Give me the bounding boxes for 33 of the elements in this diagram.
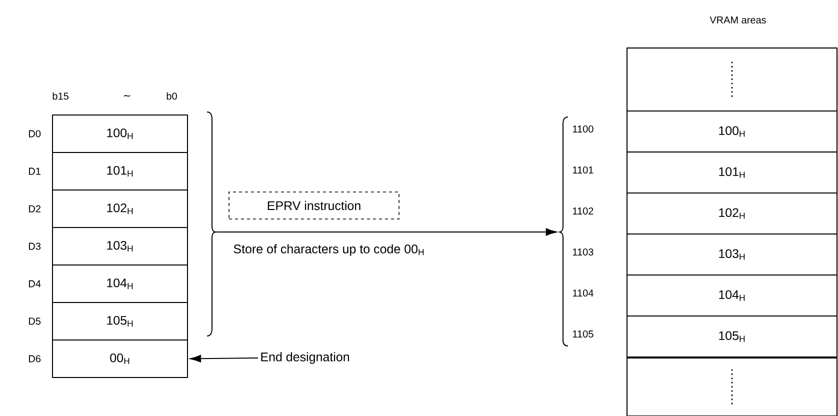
brace	[558, 116, 568, 346]
memory-cell: 105$_{H}$	[626, 316, 838, 358]
arrow	[190, 354, 258, 362]
memory-cell: 103$_{H}$	[626, 234, 838, 276]
memory-cell: 105$_{H}$	[52, 302, 188, 340]
edge-label: Store of characters up to code 00$_{H}$	[234, 244, 424, 256]
memory-cell: 101$_{H}$	[52, 152, 188, 190]
memory-cell	[626, 358, 838, 416]
memory-cell: 00$_{H}$	[52, 340, 188, 378]
bit-label: b0	[166, 92, 177, 100]
memory-cell: 102$_{H}$	[626, 192, 838, 234]
memory-cell: 101$_{H}$	[626, 152, 838, 194]
instruction-box: EPRV instruction	[228, 192, 400, 220]
register-label: D6	[29, 355, 41, 362]
memory-cell: 103$_{H}$	[52, 227, 188, 266]
memory-cell: 104$_{H}$	[52, 264, 188, 303]
arrow	[216, 228, 557, 236]
memory-cell: 104$_{H}$	[626, 274, 838, 316]
register-label: D4	[29, 280, 41, 288]
memory-cell: 102$_{H}$	[52, 190, 188, 228]
memory-cell: 100$_{H}$	[626, 110, 838, 152]
register-label: D0	[29, 130, 41, 138]
memory-cell	[626, 48, 838, 112]
tilde-symbol: ∼	[124, 95, 130, 97]
annotation-text: End designation	[261, 352, 349, 364]
memory-cell: 100$_{H}$	[52, 114, 188, 153]
register-label: D5	[29, 318, 41, 325]
brace	[206, 112, 216, 336]
register-label: D1	[29, 168, 40, 175]
heading-text: VRAM areas	[710, 16, 766, 24]
bit-label: b15	[52, 92, 68, 100]
register-label: D3	[29, 242, 41, 250]
register-label: D2	[29, 205, 40, 212]
